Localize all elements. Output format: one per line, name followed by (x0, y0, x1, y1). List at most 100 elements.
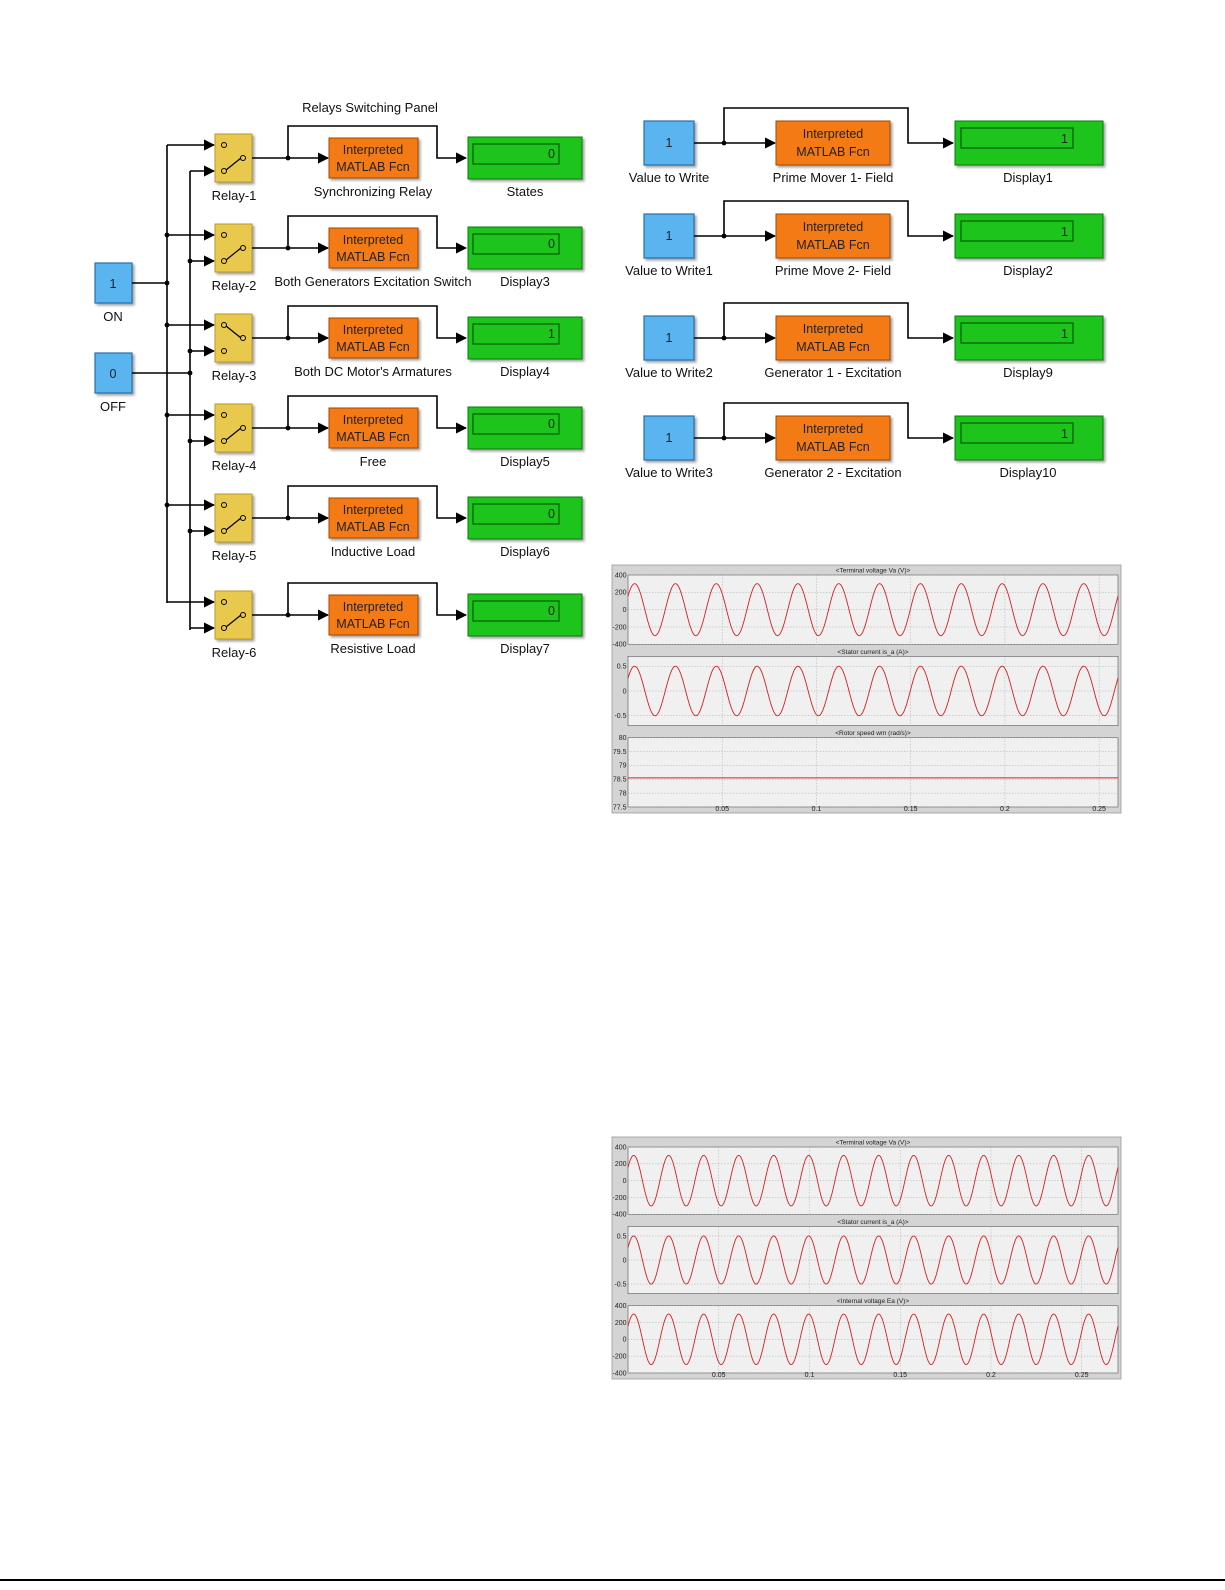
y-tick-label: 0 (623, 1337, 627, 1344)
y-tick-label: 79 (619, 763, 627, 770)
source-bus-wires (132, 145, 193, 630)
x-tick-label: 0.1 (812, 806, 822, 813)
scope-trace (627, 583, 1119, 637)
fcn-text-line-2: MATLAB Fcn (336, 430, 409, 444)
relay-switch-block[interactable]: Relay-3 (212, 313, 257, 383)
display-label: Display9 (1003, 365, 1053, 380)
fcn-label: Both DC Motor's Armatures (294, 364, 452, 379)
fcn-label: Resistive Load (330, 641, 415, 656)
value-constant: 1 (666, 136, 673, 150)
fcn-text-line-1: Interpreted (343, 503, 404, 517)
source-off-label: OFF (100, 399, 126, 414)
display-value: 1 (1061, 132, 1068, 146)
fcn-text-line-1: Interpreted (343, 233, 404, 247)
relay-label: Relay-1 (212, 188, 257, 203)
relay-switch-block[interactable]: Relay-6 (212, 590, 257, 660)
y-tick-label: 0 (623, 1257, 627, 1264)
fcn-text-line-1: Interpreted (343, 323, 404, 337)
display-label: Display7 (500, 641, 550, 656)
value-label: Value to Write1 (625, 263, 713, 278)
fcn-text-line-2: MATLAB Fcn (336, 160, 409, 174)
fcn-label: Synchronizing Relay (314, 184, 433, 199)
y-tick-label: -400 (612, 1212, 626, 1219)
source-on-label: ON (103, 309, 123, 324)
source-on[interactable]: 1 ON (94, 262, 133, 324)
display-value: 1 (1061, 327, 1068, 341)
y-tick-label: -200 (612, 624, 626, 631)
relay-switch-block[interactable]: Relay-1 (212, 133, 257, 203)
value-constant: 1 (666, 331, 673, 345)
y-tick-label: 200 (615, 590, 627, 597)
y-tick-label: -400 (612, 1370, 626, 1377)
relay-label: Relay-3 (212, 368, 257, 383)
fcn-text-line-2: MATLAB Fcn (336, 617, 409, 631)
y-tick-label: 78.5 (613, 777, 627, 784)
relay-label: Relay-6 (212, 645, 257, 660)
fcn-text-line-1: Interpreted (343, 143, 404, 157)
x-tick-label: 0.2 (986, 1372, 996, 1379)
fcn-text-line-1: Interpreted (343, 413, 404, 427)
x-tick-label: 0.1 (805, 1372, 815, 1379)
source-off[interactable]: 0 OFF (94, 352, 133, 414)
display-label: Display4 (500, 364, 550, 379)
relay-panel: Relays Switching Panel 1 ON 0 OFF (94, 100, 583, 660)
y-tick-label: -200 (612, 1353, 626, 1360)
y-tick-label: 0.5 (617, 1233, 627, 1240)
value-label: Value to Write2 (625, 365, 713, 380)
display-value: 0 (548, 237, 555, 251)
y-tick-label: -0.5 (614, 713, 626, 720)
fcn-label: Prime Move 2- Field (775, 263, 891, 278)
fcn-label: Prime Mover 1- Field (773, 170, 894, 185)
display-label: Display3 (500, 274, 550, 289)
scope-panel-title: <Terminal voltage Va (V)> (836, 1140, 911, 1147)
y-tick-label: 0.5 (617, 664, 627, 671)
scope-panel-title: <Stator current is_a (A)> (837, 649, 908, 656)
scope-trace (627, 1154, 1119, 1207)
value-label: Value to Write (629, 170, 709, 185)
fcn-text-line-1: Interpreted (803, 322, 864, 336)
scope-panel: <Stator current is_a (A)>0.50-0.5 (614, 1219, 1119, 1295)
scope-trace (627, 1235, 1119, 1285)
relay-switch-block[interactable]: Relay-5 (212, 493, 257, 563)
display-label: Display2 (1003, 263, 1053, 278)
display-value: 0 (548, 417, 555, 431)
scope-trace (627, 1313, 1119, 1366)
y-tick-label: 78 (619, 790, 627, 797)
relay-label: Relay-4 (212, 458, 257, 473)
fcn-text-line-2: MATLAB Fcn (336, 250, 409, 264)
relay-switch-block[interactable]: Relay-4 (212, 403, 257, 473)
relay-switch-block[interactable]: Relay-2 (212, 223, 257, 293)
y-tick-label: 0 (623, 688, 627, 695)
relay-label: Relay-2 (212, 278, 257, 293)
y-tick-label: 0 (623, 1178, 627, 1185)
